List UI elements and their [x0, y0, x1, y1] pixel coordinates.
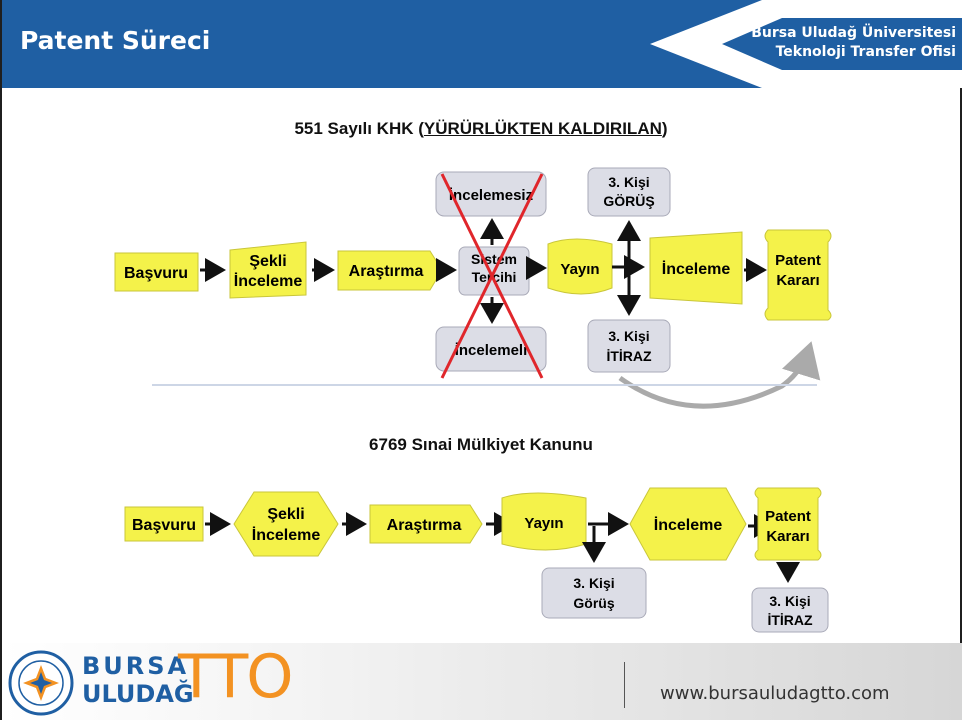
- step2-yayin-label: Yayın: [524, 515, 563, 532]
- step2-kisi-itiraz-label-1: 3. Kişi: [769, 593, 810, 609]
- organization-line-2: Teknoloji Transfer Ofisi: [775, 44, 956, 60]
- organization-name: Bursa Uludağ Üniversitesi Teknoloji Tran…: [751, 24, 956, 62]
- step2-patent-label-2: Kararı: [766, 528, 809, 545]
- step-arastirma: Araştırma: [337, 250, 443, 291]
- university-seal-icon: [8, 650, 74, 716]
- step-incelemesiz-label: İncelemesiz: [449, 187, 533, 204]
- diagram-1-title: 551 Sayılı KHK (YÜRÜRLÜKTEN KALDIRILAN): [2, 119, 960, 139]
- header-bar: Patent Süreci Bursa Uludağ Üniversitesi …: [2, 0, 962, 88]
- step2-inceleme: İnceleme: [629, 487, 747, 561]
- step-sekli-label-1: Şekli: [249, 253, 286, 270]
- step-basvuru-label: Başvuru: [124, 265, 188, 282]
- step-kisi-gorus-label-1: 3. Kişi: [608, 174, 649, 190]
- step2-basvuru: Başvuru: [124, 506, 204, 542]
- step2-patent-label-1: Patent: [765, 508, 811, 525]
- step-basvuru: Başvuru: [114, 252, 199, 292]
- step-kisi-itiraz-label-2: İTİRAZ: [606, 348, 652, 364]
- step-inceleme-label: İnceleme: [662, 260, 731, 278]
- diagram-2-title: 6769 Sınai Mülkiyet Kanunu: [369, 435, 593, 454]
- step-inceleme: İnceleme: [649, 231, 743, 305]
- footer-separator: [624, 662, 625, 708]
- step2-inceleme-label: İnceleme: [654, 516, 723, 534]
- step-sistem-label-1: Sistem: [471, 251, 517, 267]
- step2-kisi-gorus-label-1: 3. Kişi: [573, 575, 614, 591]
- step-kisi-itiraz: 3. Kişi İTİRAZ: [587, 319, 671, 373]
- step-yayin-label: Yayın: [560, 261, 599, 278]
- step-yayin: Yayın: [547, 238, 613, 295]
- step2-yayin: Yayın: [501, 492, 587, 551]
- red-cross-mark: [440, 173, 544, 379]
- logo-bursa: BURSA: [82, 652, 190, 680]
- step2-kisi-gorus-label-2: Görüş: [573, 595, 614, 611]
- step2-sekli-label-1: Şekli: [267, 506, 304, 523]
- step-kisi-gorus-label-2: GÖRÜŞ: [603, 193, 654, 209]
- step2-kisi-itiraz: 3. Kişi İTİRAZ: [751, 587, 829, 633]
- step-sekli-inceleme: Şekli İnceleme: [229, 241, 307, 299]
- footer-bar: [2, 643, 962, 720]
- arrow-itiraz-patent-curve: [618, 341, 821, 409]
- logo-tto: TTO: [178, 642, 293, 712]
- step2-kisi-gorus: 3. Kişi Görüş: [541, 567, 647, 619]
- step-patent-karari: Patent Kararı: [764, 229, 832, 321]
- diagram-1-title-suffix: ): [661, 119, 668, 138]
- diagram-1-title-underlined: YÜRÜRLÜKTEN KALDIRILAN: [423, 119, 662, 138]
- step2-kisi-itiraz-label-2: İTİRAZ: [767, 612, 813, 628]
- step2-patent-karari: Patent Kararı: [754, 487, 822, 561]
- step-kisi-gorus: 3. Kişi GÖRÜŞ: [587, 167, 671, 217]
- website-url[interactable]: www.bursauludagtto.com: [660, 683, 890, 704]
- step2-sekli-inceleme: Şekli İnceleme: [233, 491, 339, 557]
- step-patent-label-1: Patent: [775, 252, 821, 269]
- step-arastirma-label: Araştırma: [349, 263, 424, 280]
- step-sekli-label-2: İnceleme: [234, 272, 303, 290]
- logo-uludag: ULUDAĞ: [82, 680, 194, 708]
- step2-arastirma: Araştırma: [369, 504, 483, 544]
- page-title: Patent Süreci: [20, 26, 211, 55]
- organization-line-1: Bursa Uludağ Üniversitesi: [751, 25, 956, 41]
- step2-arastirma-label: Araştırma: [387, 517, 462, 534]
- header-chevron-decoration: [650, 0, 962, 88]
- step2-basvuru-label: Başvuru: [132, 517, 196, 534]
- step-kisi-itiraz-label-1: 3. Kişi: [608, 328, 649, 344]
- diagram-6769-smk: Başvuru Şekli İnceleme Araştırma Yayın 3…: [124, 487, 829, 633]
- step2-sekli-label-2: İnceleme: [252, 526, 321, 544]
- step-incelemeli-label: İncelemeli: [455, 342, 528, 359]
- diagram-1-title-prefix: 551 Sayılı KHK (: [294, 119, 424, 138]
- step-patent-label-2: Kararı: [776, 272, 819, 289]
- step-incelemesiz: İncelemesiz: [435, 171, 547, 217]
- step-incelemeli: İncelemeli: [435, 326, 547, 372]
- diagram-551-khk: Başvuru Şekli İnceleme Araştırma İncelem…: [114, 167, 832, 409]
